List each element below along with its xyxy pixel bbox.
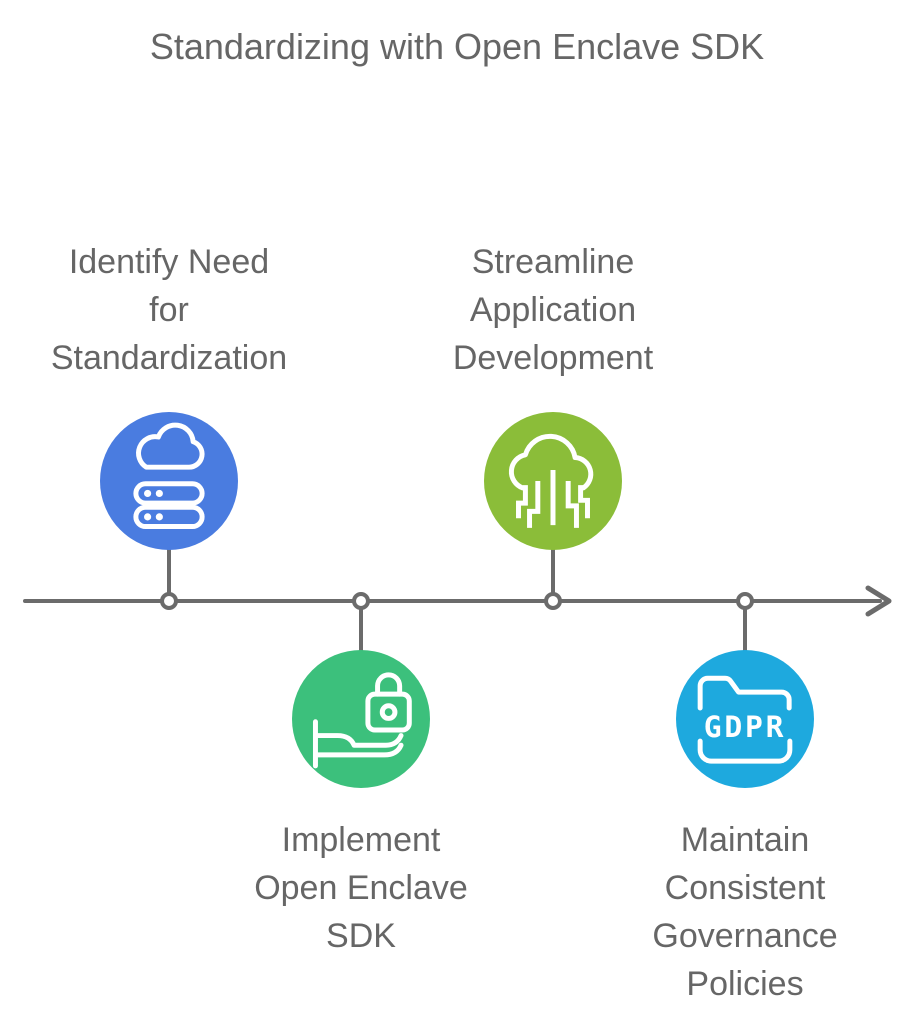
server-led-dots (144, 489, 163, 521)
timeline-node (544, 592, 562, 610)
cloud-server-glyph (133, 422, 205, 530)
milestone-label: Maintain Consistent Governance Policies (652, 821, 838, 1003)
badge-circle (100, 412, 238, 550)
connector-stem (167, 548, 171, 602)
connector-stem (359, 599, 363, 653)
arrowhead-icon (865, 585, 892, 617)
cloud-circuit-icon (484, 412, 622, 550)
connector-stem (551, 548, 555, 602)
bed-lock-glyph (312, 672, 412, 769)
connector-stem (743, 599, 747, 653)
milestone-label: Implement Open Enclave SDK (254, 821, 468, 955)
timeline-node (160, 592, 178, 610)
milestone-label: Identify Need for Standardization (50, 243, 288, 377)
gdpr-label: GDPR (704, 709, 786, 744)
bed-lock-icon (292, 650, 430, 788)
circuit-traces (516, 469, 590, 528)
milestone-label: Streamline Application Development (452, 243, 654, 377)
timeline-node (736, 592, 754, 610)
badge-circle (676, 650, 814, 788)
gdpr-folder-icon: GDPR (676, 650, 814, 788)
folder-glyph (697, 675, 793, 764)
page-title: Standardizing with Open Enclave SDK (149, 26, 765, 67)
cloud-server-icon (100, 412, 238, 550)
cloud-circuit-glyph (508, 433, 594, 491)
timeline-node (352, 592, 370, 610)
